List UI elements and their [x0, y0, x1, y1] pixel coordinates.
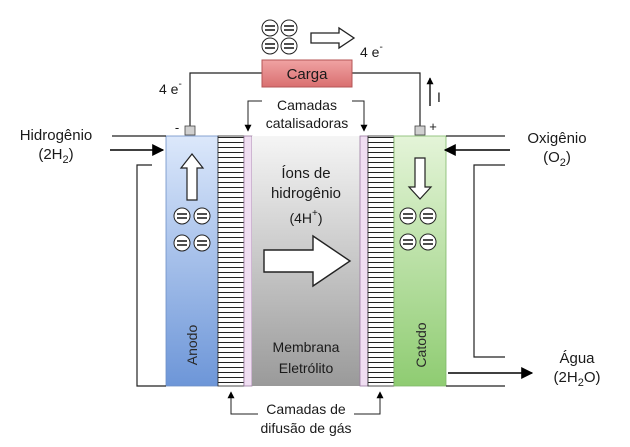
electron-flow-arrow-icon — [310, 26, 356, 50]
current-label: I — [437, 89, 441, 105]
diffusion-layers-label-line2: difusão de gás — [260, 420, 351, 436]
ions-formula: (4H+) — [289, 208, 322, 226]
electron-group-top-signs — [265, 25, 294, 49]
proton-flow-arrow-icon — [263, 234, 352, 288]
cathode-terminal — [414, 125, 426, 136]
catalyst-layer-right — [359, 135, 369, 387]
electron-group-cathode — [399, 207, 437, 251]
electron-count-left: 4 e- — [159, 79, 182, 97]
ions-label-line1: Íons de — [281, 165, 330, 182]
oxygen-name: Oxigênio — [527, 130, 586, 147]
cathode-electron-down-arrow-icon — [407, 157, 433, 200]
water-name: Água — [559, 350, 595, 367]
membrane-label-line1: Membrana — [273, 339, 340, 355]
membrane-label-line2: Eletrólito — [279, 360, 334, 376]
positive-terminal-sign: + — [429, 119, 437, 134]
anode-electron-up-arrow-icon — [179, 153, 205, 201]
electron-group-anode — [173, 207, 211, 252]
catalyst-layer-left — [243, 135, 253, 387]
electron-count-right: 4 e- — [360, 42, 383, 60]
hydrogen-name: Hidrogênio — [20, 127, 93, 144]
cathode-label: Catodo — [413, 322, 429, 367]
diffusion-callout-lines — [227, 391, 384, 415]
electron-group-top — [261, 19, 298, 55]
anode-label: Anodo — [184, 325, 200, 366]
diffusion-layers-label-line1: Camadas de — [266, 401, 346, 417]
external-circuit — [189, 72, 421, 126]
hydrogen-formula: (2H2) — [38, 146, 73, 166]
catalyst-layers-label-line1: Camadas — [277, 97, 337, 113]
gas-diffusion-layer-right — [367, 135, 395, 387]
catalyst-layers-label-line2: catalisadoras — [266, 115, 349, 131]
negative-terminal-sign: - — [175, 120, 179, 135]
load-resistor — [261, 59, 353, 88]
electron-group-cathode-signs — [403, 213, 433, 245]
oxygen-formula: (O2) — [543, 149, 571, 169]
electron-group-anode-signs — [177, 213, 207, 246]
load-label: Carga — [287, 66, 329, 83]
gas-diffusion-layer-left — [217, 135, 245, 387]
catalyst-callout-lines — [244, 100, 368, 132]
flow-channel-lines — [112, 135, 505, 387]
anode-terminal — [184, 125, 196, 136]
water-formula: (2H2O) — [554, 369, 601, 389]
ions-label-line2: hidrogênio — [271, 185, 341, 202]
